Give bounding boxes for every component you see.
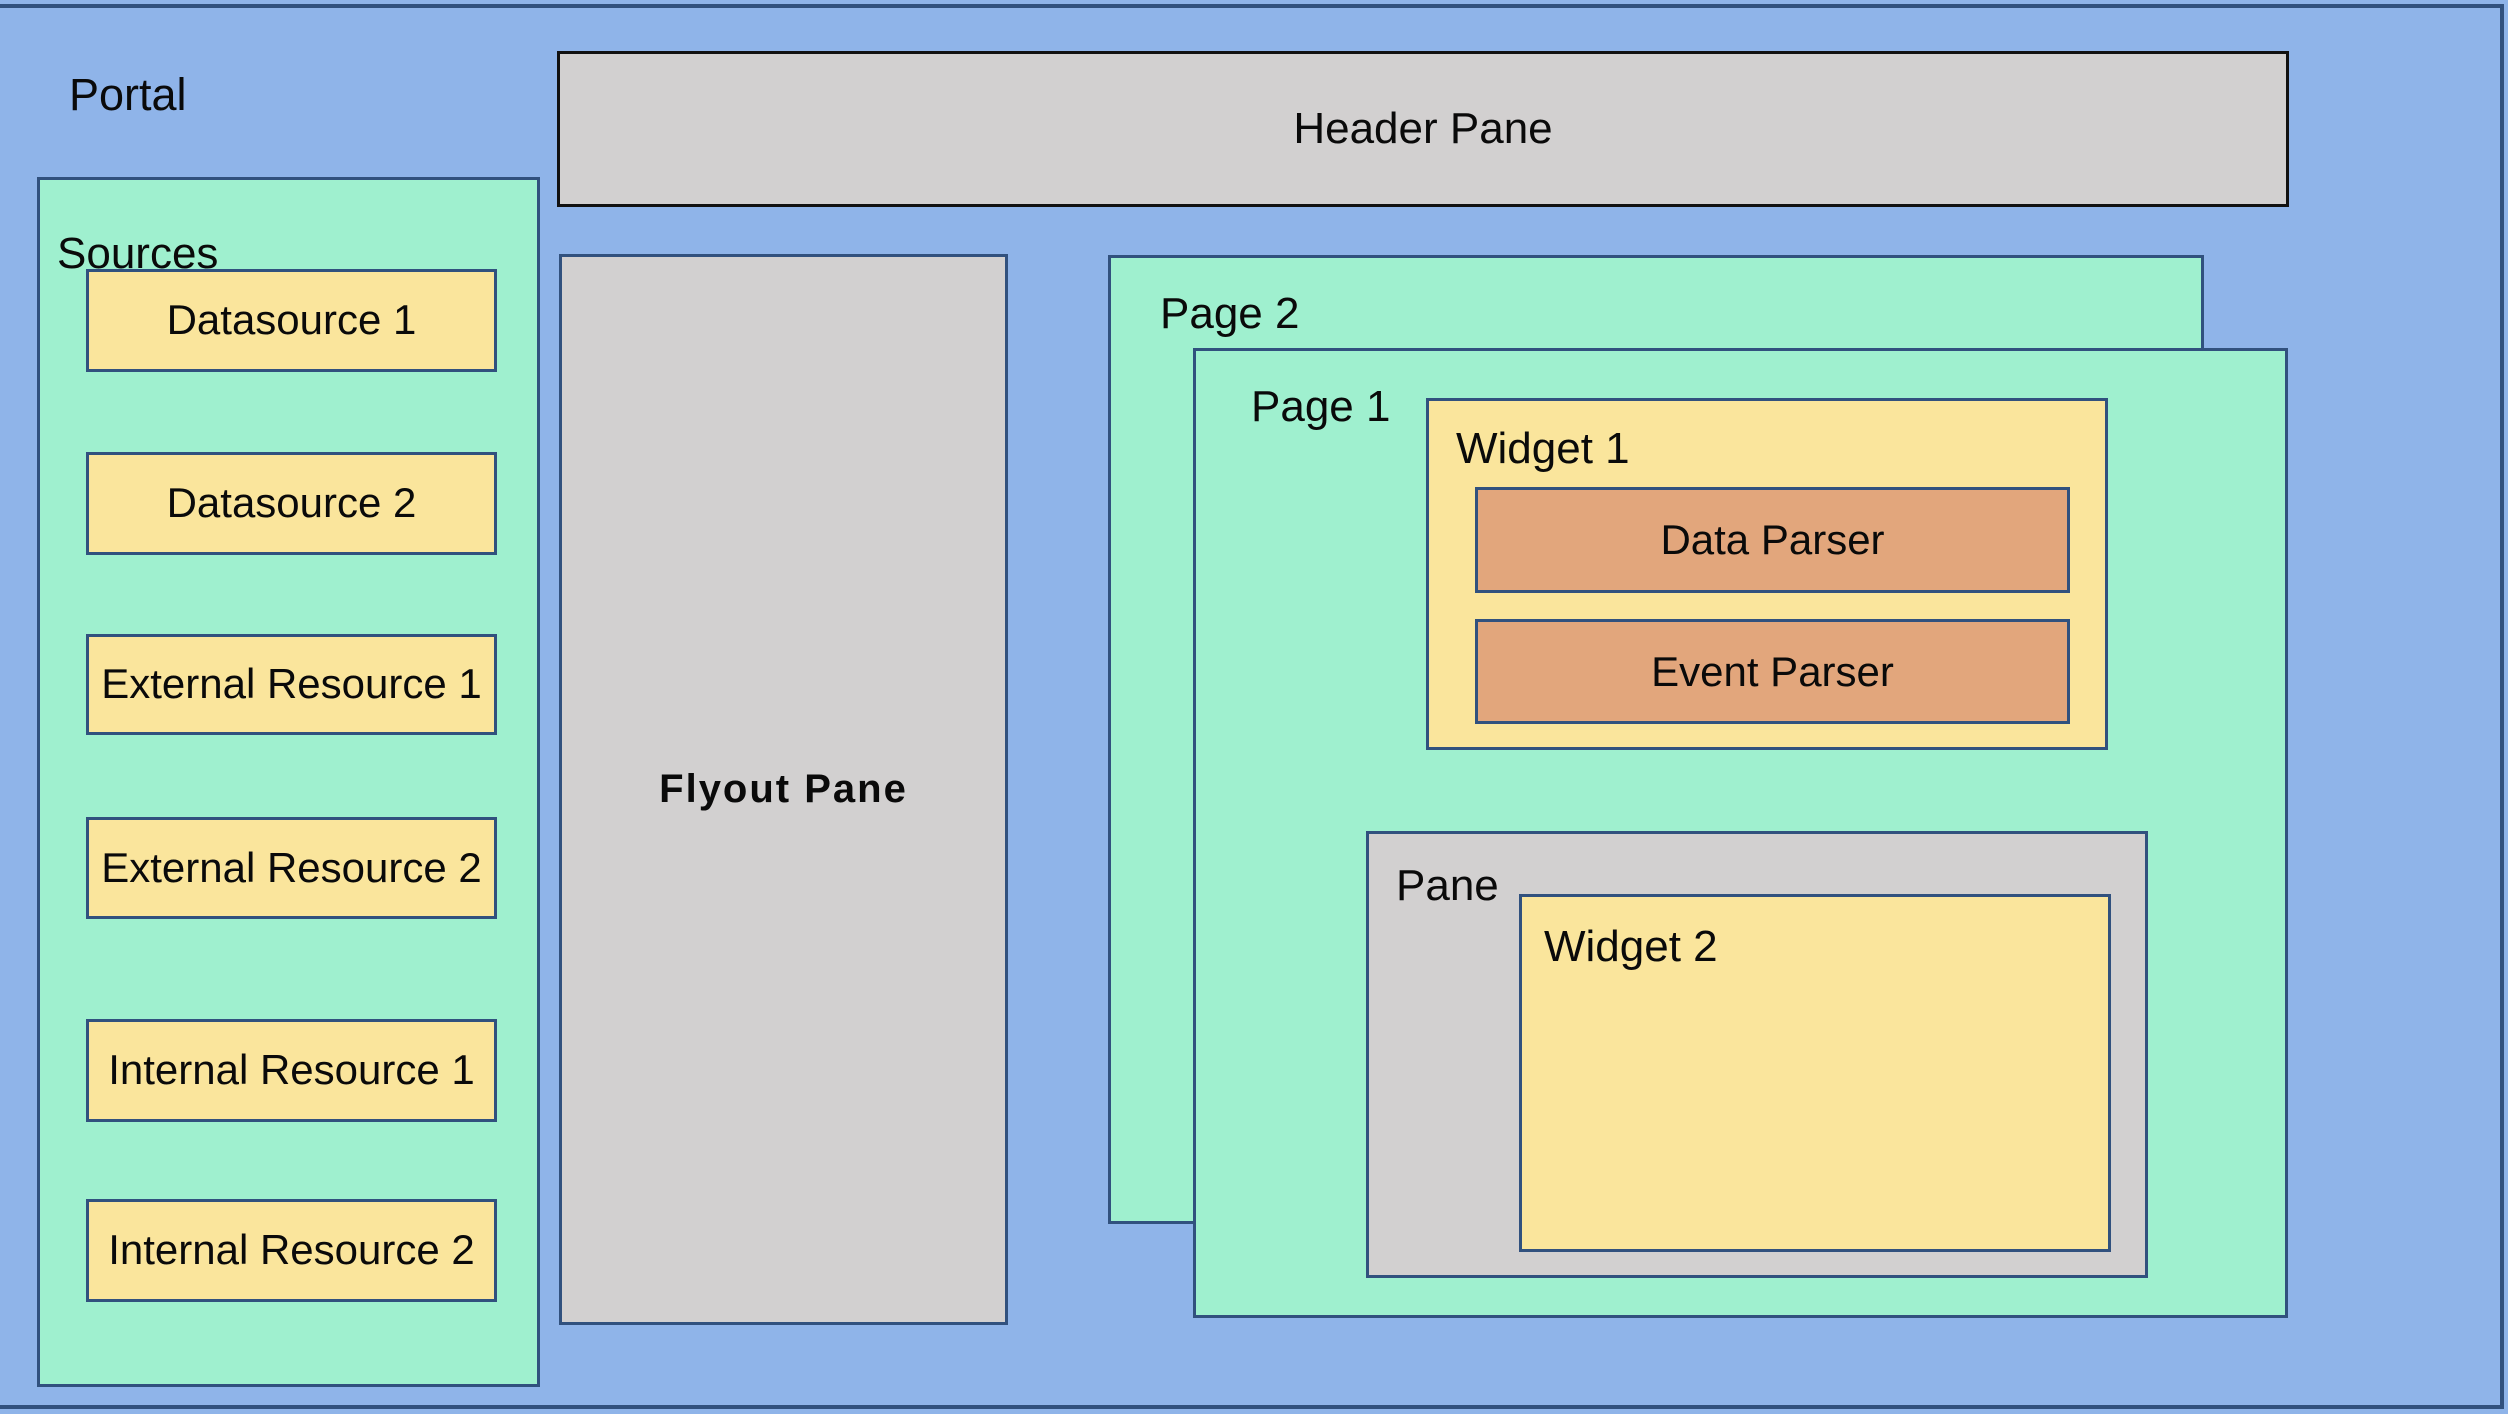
- data-parser: Data Parser: [1475, 487, 2070, 593]
- widget-2-label: Widget 2: [1544, 922, 1718, 971]
- sources-container: Sources Datasource 1 Datasource 2 Extern…: [37, 177, 540, 1387]
- source-item-label: External Resource 1: [101, 660, 482, 708]
- source-item-label: Datasource 2: [166, 479, 417, 527]
- page-1: Page 1 Widget 1 Data Parser Event Parser…: [1193, 348, 2288, 1318]
- source-item-label: Internal Resource 2: [108, 1226, 475, 1274]
- pane-label: Pane: [1396, 861, 1499, 910]
- widget-1-label: Widget 1: [1456, 424, 1630, 473]
- widget-2: Widget 2: [1519, 894, 2111, 1252]
- source-item-label: Internal Resource 1: [108, 1046, 475, 1094]
- pane: Pane Widget 2: [1366, 831, 2148, 1278]
- event-parser-label: Event Parser: [1651, 647, 1894, 695]
- source-item-internal-resource-2: Internal Resource 2: [86, 1199, 497, 1302]
- source-item-label: External Resource 2: [101, 843, 482, 891]
- page-2-label: Page 2: [1160, 289, 1300, 338]
- portal-label: Portal: [69, 69, 187, 120]
- source-item-external-resource-2: External Resource 2: [86, 817, 497, 919]
- event-parser: Event Parser: [1475, 619, 2070, 724]
- source-item-datasource-2: Datasource 2: [86, 452, 497, 555]
- source-item-datasource-1: Datasource 1: [86, 269, 497, 372]
- source-item-label: Datasource 1: [166, 296, 417, 344]
- data-parser-label: Data Parser: [1660, 516, 1885, 563]
- source-item-external-resource-1: External Resource 1: [86, 634, 497, 735]
- widget-1: Widget 1 Data Parser Event Parser: [1426, 398, 2108, 750]
- flyout-pane-label: Flyout Pane: [659, 767, 908, 811]
- flyout-pane: Flyout Pane: [559, 254, 1008, 1325]
- source-item-internal-resource-1: Internal Resource 1: [86, 1019, 497, 1122]
- header-pane-label: Header Pane: [1293, 104, 1553, 153]
- header-pane: Header Pane: [557, 51, 2289, 207]
- page-1-label: Page 1: [1251, 382, 1391, 431]
